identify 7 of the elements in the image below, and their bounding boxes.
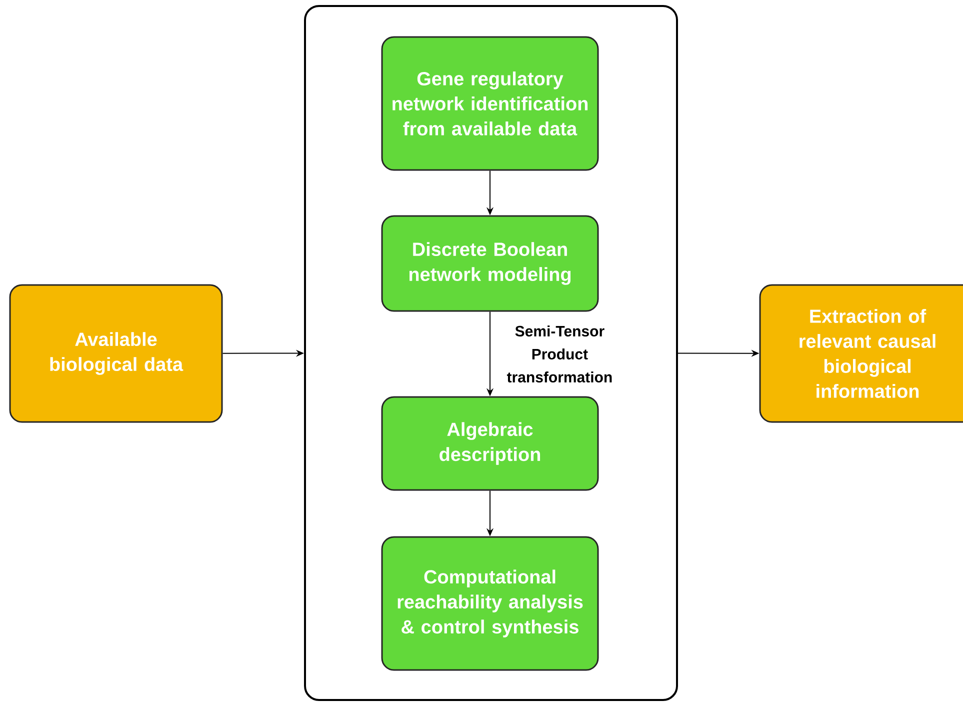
output-box: Extraction of relevant causal biological information xyxy=(759,284,963,423)
input-box: Available biological data xyxy=(9,284,223,423)
edge-label: Semi-Tensor Product transformation xyxy=(496,324,624,384)
process-box: Gene regulatory network identification from available data xyxy=(381,36,599,171)
process-box: Discrete Boolean network modeling xyxy=(381,215,599,312)
process-box: Algebraic description xyxy=(381,396,599,491)
process-box: Computational reachability analysis & control synthesis xyxy=(381,536,599,671)
